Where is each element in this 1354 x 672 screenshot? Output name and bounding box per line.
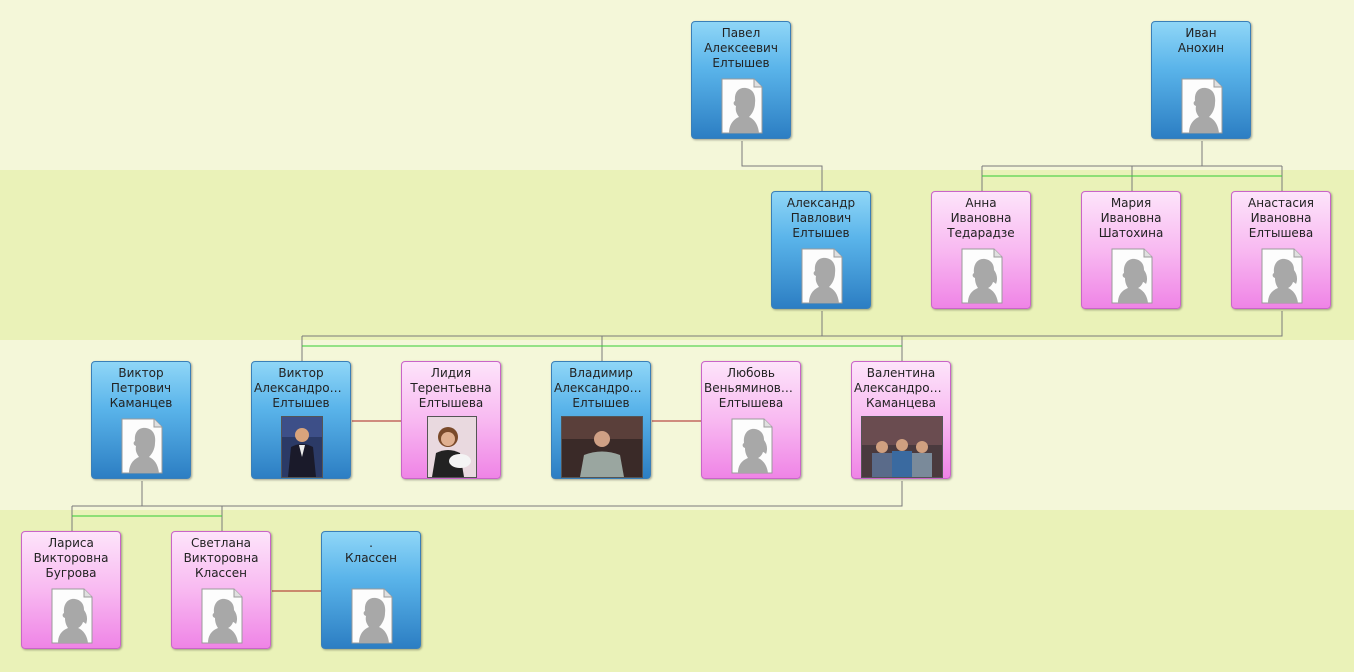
female-silhouette-icon — [1111, 248, 1153, 304]
photo-group-image — [861, 416, 943, 478]
parent-link — [741, 141, 823, 191]
person-name-line: Елтышева — [1248, 226, 1314, 240]
person-name-line: Ивановна — [1100, 211, 1162, 225]
photo-man-suit-image — [281, 416, 323, 478]
person-name-line: Классен — [195, 566, 247, 580]
person-name-line: . — [369, 536, 373, 550]
generation-band-3 — [0, 340, 1354, 510]
person-name-line: Валентина — [866, 366, 936, 380]
person-name-line: Ивановна — [1250, 211, 1312, 225]
female-silhouette-icon — [731, 418, 773, 474]
parent-link — [301, 311, 1283, 361]
person-name-line: Виктор — [118, 366, 164, 380]
person-name-line: Терентьевна — [410, 381, 492, 395]
male-silhouette-icon — [121, 418, 163, 474]
person-name-line: Александров... — [854, 381, 948, 395]
parent-link — [981, 141, 1283, 191]
person-name-line: Шатохина — [1098, 226, 1164, 240]
person-name-line: Иван — [1185, 26, 1217, 40]
person-name-line: Тедарадзе — [947, 226, 1015, 240]
person-name-line: Лариса — [48, 536, 94, 550]
person-name-line: Классен — [345, 551, 397, 565]
person-name-line: Елтышев — [572, 396, 630, 410]
person-name-line: Елтышева — [718, 396, 784, 410]
person-name-line: Павлович — [790, 211, 852, 225]
male-silhouette-icon — [1181, 78, 1223, 134]
person-name-line: Елтышев — [712, 56, 770, 70]
person-card-klassen[interactable]: .Классен — [321, 531, 421, 649]
photo-woman-baby-image — [427, 416, 477, 478]
generation-band-1 — [0, 0, 1354, 170]
person-name-line: Викторовна — [33, 551, 109, 565]
photo-man-seated-image — [561, 416, 643, 478]
person-name-line: Петрович — [110, 381, 172, 395]
person-name-line: Александров... — [254, 381, 348, 395]
male-silhouette-icon — [801, 248, 843, 304]
person-name-line: Веньяминовн... — [704, 381, 798, 395]
person-name: .Классен — [324, 536, 418, 566]
person-name-line: Анохин — [1177, 41, 1225, 55]
person-name-line: Светлана — [190, 536, 252, 550]
person-name-line: Елтышев — [272, 396, 330, 410]
person-name-line: Каманцева — [865, 396, 937, 410]
female-silhouette-icon — [51, 588, 93, 644]
female-silhouette-icon — [961, 248, 1003, 304]
person-name-line: Бугрова — [45, 566, 97, 580]
person-name-line: Алексеевич — [704, 41, 778, 55]
person-name-line: Анастасия — [1248, 196, 1314, 210]
male-silhouette-icon — [721, 78, 763, 134]
person-name-line: Александров... — [554, 381, 648, 395]
person-name-line: Любовь — [726, 366, 775, 380]
person-name-line: Елтышева — [418, 396, 484, 410]
person-name-line: Лидия — [430, 366, 472, 380]
female-silhouette-icon — [1261, 248, 1303, 304]
person-name-line: Павел — [721, 26, 761, 40]
male-silhouette-icon — [351, 588, 393, 644]
person-name-line: Мария — [1110, 196, 1152, 210]
parent-link — [71, 481, 903, 531]
person-name-line: Каманцев — [109, 396, 173, 410]
person-name-line: Анна — [965, 196, 997, 210]
person-name-line: Александр — [786, 196, 856, 210]
person-name-line: Елтышев — [792, 226, 850, 240]
person-name-line: Виктор — [278, 366, 324, 380]
person-name-line: Владимир — [569, 366, 633, 380]
person-name-line: Ивановна — [950, 211, 1012, 225]
female-silhouette-icon — [201, 588, 243, 644]
person-name-line: Викторовна — [183, 551, 259, 565]
